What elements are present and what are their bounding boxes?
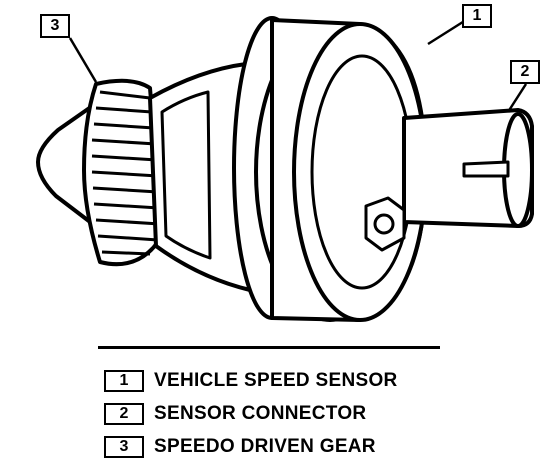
gear-tip-cone [36, 100, 100, 230]
legend-divider [98, 346, 440, 349]
legend-item-3: 3 SPEEDO DRIVEN GEAR [104, 434, 464, 460]
callout-2: 2 [510, 60, 540, 84]
connector-slot [462, 160, 510, 178]
bolt-head [373, 213, 395, 235]
gear-teeth [91, 90, 161, 256]
legend-number: 2 [104, 403, 144, 425]
callout-3: 3 [40, 14, 70, 38]
leader-line-3 [68, 37, 98, 83]
legend-label: VEHICLE SPEED SENSOR [154, 370, 398, 391]
legend-label: SENSOR CONNECTOR [154, 403, 367, 424]
legend-item-1: 1 VEHICLE SPEED SENSOR [104, 368, 464, 394]
shaft-collar [160, 90, 212, 260]
legend: 1 VEHICLE SPEED SENSOR 2 SENSOR CONNECTO… [104, 368, 464, 467]
legend-item-2: 2 SENSOR CONNECTOR [104, 401, 464, 427]
callout-1: 1 [462, 4, 492, 28]
leader-line-1 [427, 18, 467, 46]
leader-line-2 [506, 83, 528, 113]
legend-number: 1 [104, 370, 144, 392]
housing-face [310, 54, 414, 290]
legend-number: 3 [104, 436, 144, 458]
legend-label: SPEEDO DRIVEN GEAR [154, 436, 376, 457]
